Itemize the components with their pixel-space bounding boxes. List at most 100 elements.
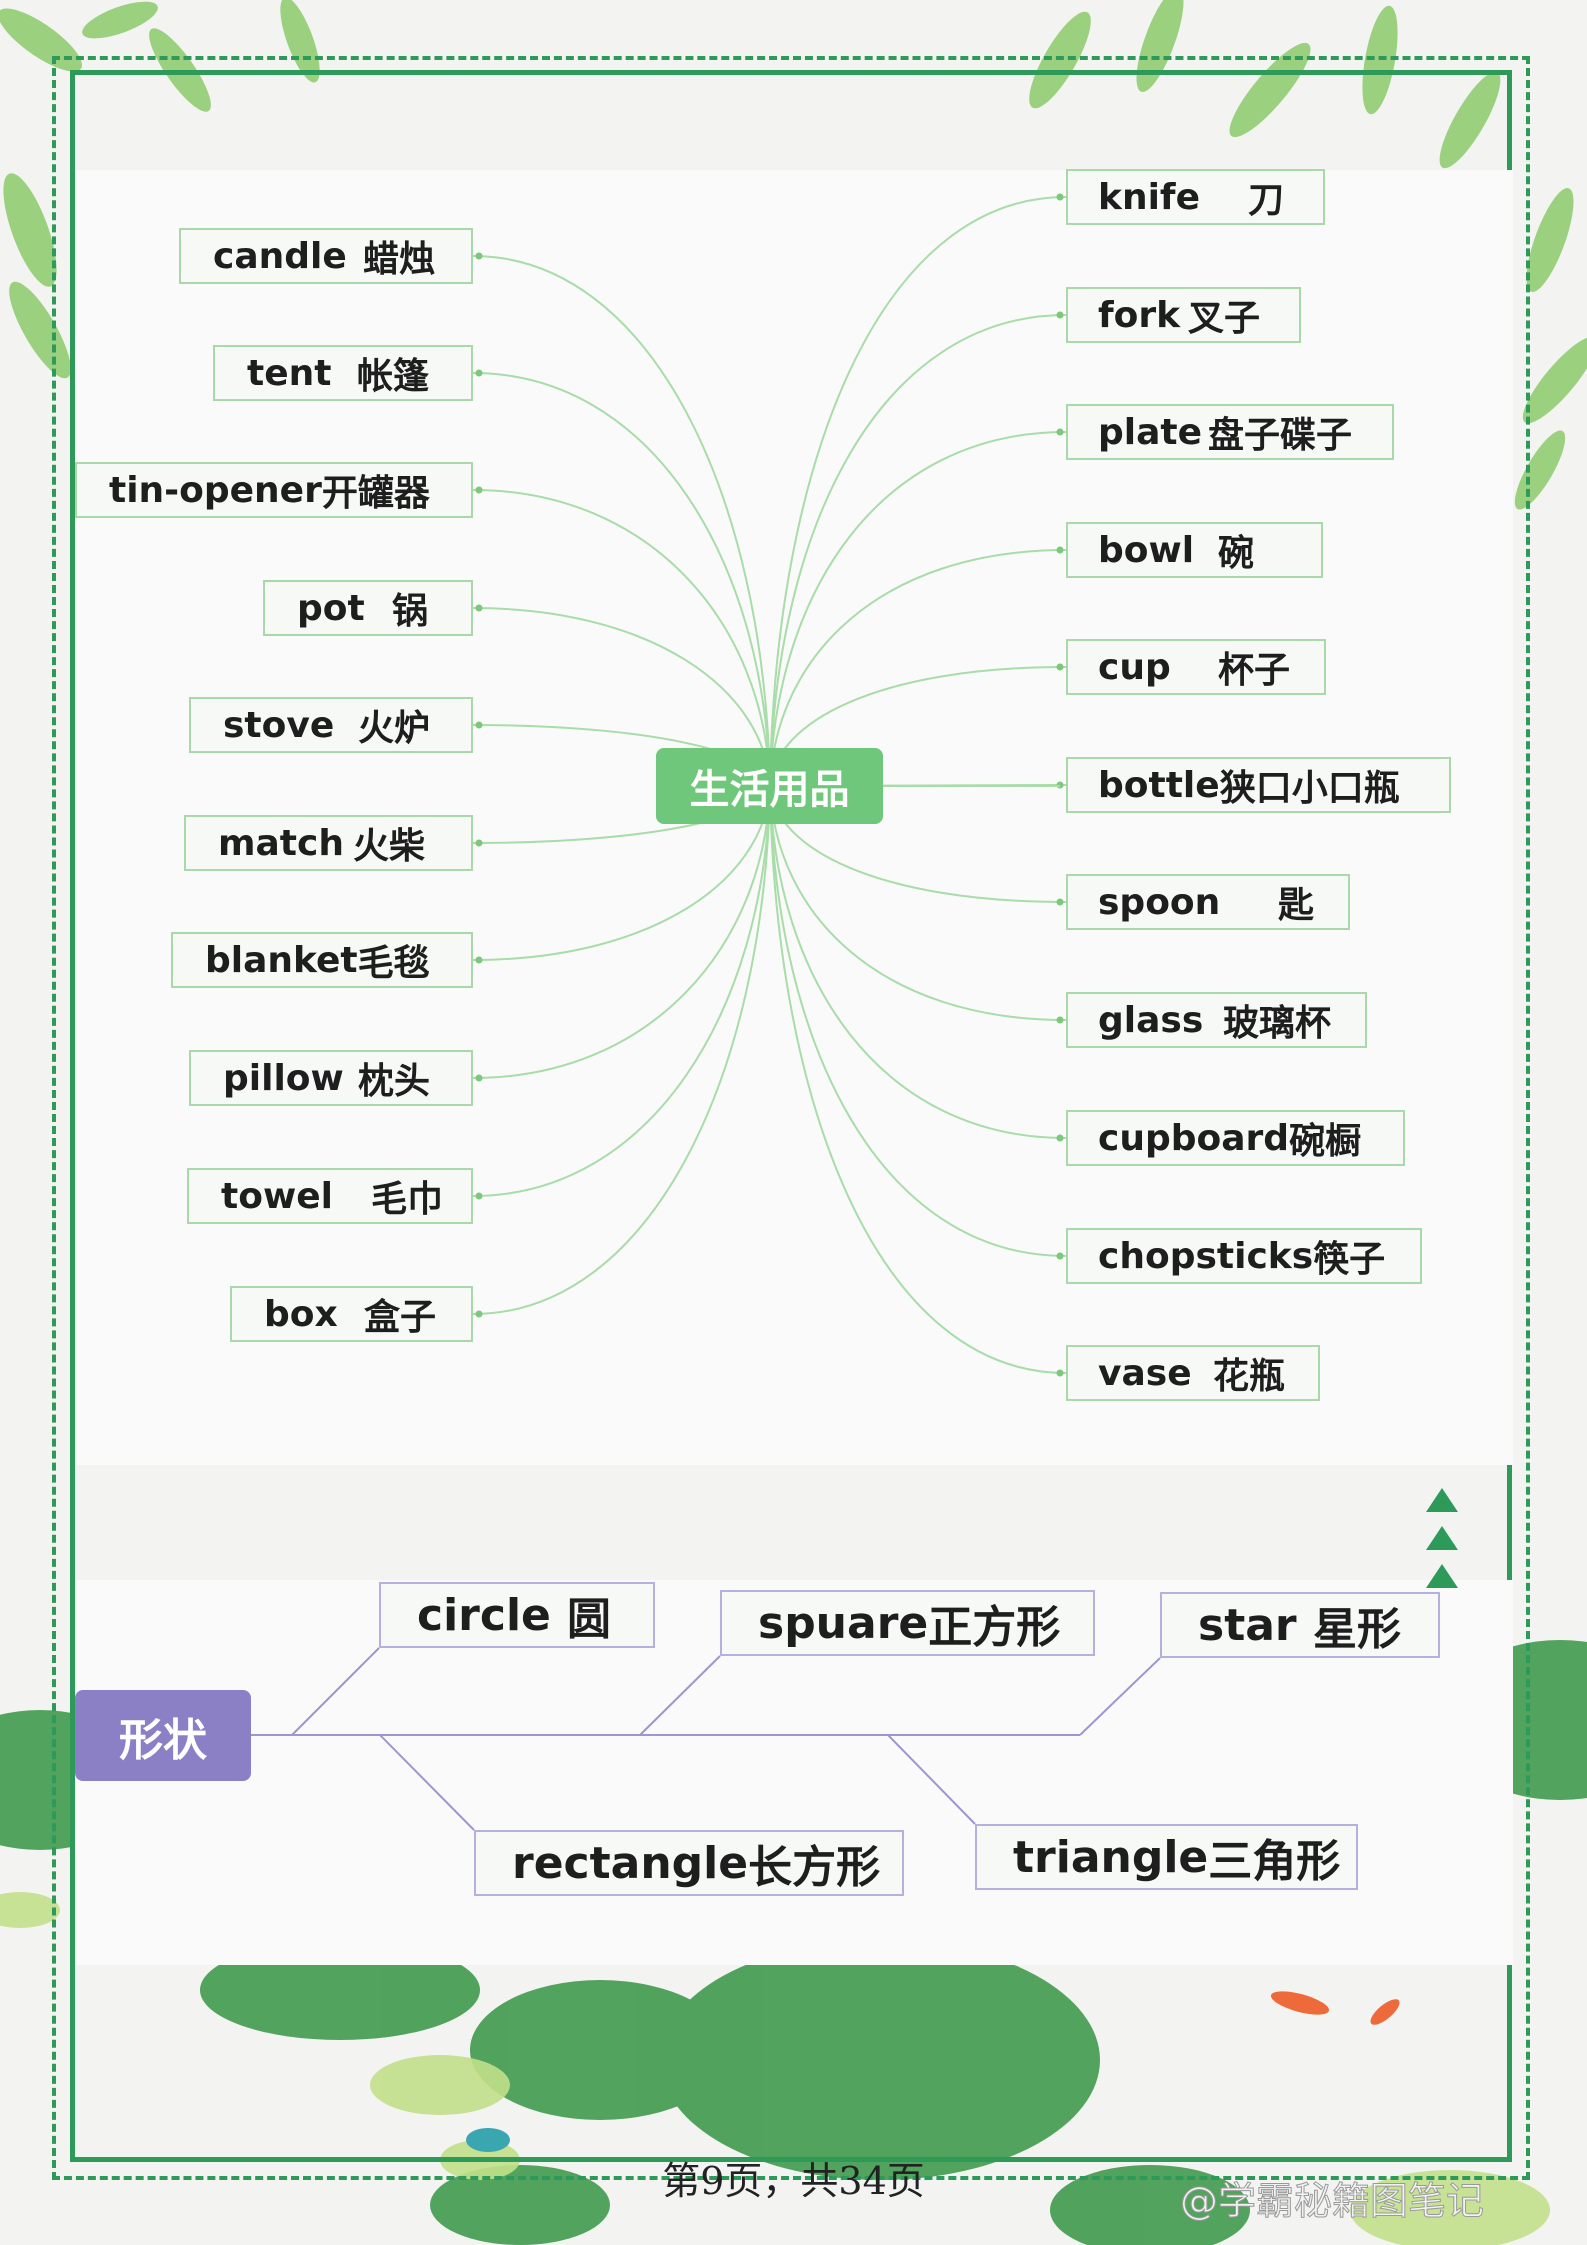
- watermark: @学霸秘籍图笔记: [1179, 2179, 1485, 2224]
- node-chinese-label: 长方形: [748, 1842, 881, 1893]
- mindmap-node[interactable]: bowl 碗: [1066, 522, 1323, 578]
- mindmap-node[interactable]: towel 毛巾: [187, 1168, 473, 1224]
- connector-dot: [475, 1192, 483, 1200]
- node-english-label: blanket: [205, 939, 358, 981]
- node-chinese-label: 正方形: [928, 1602, 1061, 1653]
- mindmap-node[interactable]: stove 火炉: [189, 697, 473, 753]
- node-english-label: tin-opener: [109, 469, 322, 511]
- connector-dot: [475, 369, 483, 377]
- connector-dot: [475, 956, 483, 964]
- node-chinese-label: 蜡烛: [363, 239, 436, 280]
- connector-line: [472, 255, 771, 787]
- connector-dot: [1056, 546, 1064, 554]
- connector-dot: [475, 604, 483, 612]
- connector-dot: [475, 1074, 483, 1082]
- node-english-label: bowl: [1098, 529, 1195, 571]
- connector-line: [1079, 1657, 1161, 1736]
- node-english-label: bottle: [1098, 764, 1220, 806]
- node-english-label: stove: [223, 704, 335, 746]
- node-chinese-label: 碗: [1218, 533, 1255, 574]
- node-chinese-label: 杯子: [1218, 650, 1291, 691]
- node-chinese-label: 枕头: [358, 1061, 431, 1102]
- node-chinese-label: 匙: [1278, 885, 1315, 926]
- connector-line: [769, 785, 1067, 1021]
- node-english-label: chopsticks: [1098, 1235, 1314, 1277]
- mindmap-center-node[interactable]: 生活用品: [656, 748, 883, 824]
- node-english-label: pillow: [223, 1057, 344, 1099]
- connector-line: [769, 196, 1067, 787]
- connector-dot: [1056, 898, 1064, 906]
- node-english-label: fork: [1098, 294, 1181, 336]
- node-chinese-label: 毛毯: [357, 943, 430, 984]
- node-chinese-label: 火柴: [353, 826, 426, 867]
- connector-line: [472, 785, 771, 1079]
- connector-line: [769, 549, 1067, 787]
- connector-dot: [475, 1310, 483, 1318]
- node-chinese-label: 狭口小口瓶: [1219, 768, 1400, 809]
- node-english-label: box: [264, 1293, 338, 1335]
- up-arrow-icon: [1426, 1564, 1458, 1588]
- mindmap-node[interactable]: cup 杯子: [1066, 639, 1326, 695]
- node-english-label: pot: [297, 587, 365, 629]
- mindmap-node[interactable]: pillow 枕头: [189, 1050, 473, 1106]
- connector-dot: [475, 486, 483, 494]
- connector-dot: [1056, 1369, 1064, 1377]
- shapes-root-node[interactable]: 形状: [75, 1690, 251, 1781]
- mindmap-node[interactable]: knife 刀: [1066, 169, 1325, 225]
- node-english-label: match: [218, 822, 344, 864]
- node-chinese-label: 毛巾: [371, 1179, 444, 1220]
- node-english-label: towel: [221, 1175, 333, 1217]
- node-chinese-label: 花瓶: [1213, 1356, 1286, 1397]
- node-english-label: cupboard: [1098, 1117, 1290, 1159]
- node-chinese-label: 三角形: [1208, 1836, 1341, 1887]
- node-english-label: knife: [1098, 176, 1200, 218]
- mindmap-node[interactable]: glass 玻璃杯: [1066, 992, 1367, 1048]
- node-chinese-label: 火炉: [358, 708, 431, 749]
- connector-line: [472, 489, 771, 787]
- node-english-label: triangle: [1013, 1831, 1209, 1883]
- up-arrow-icon: [1426, 1526, 1458, 1550]
- node-chinese-label: 刀: [1248, 180, 1285, 221]
- up-arrow-icon: [1426, 1488, 1458, 1512]
- node-english-label: star: [1198, 1599, 1297, 1651]
- node-english-label: rectangle: [512, 1837, 749, 1889]
- page-footer: 第9页，共34页: [662, 2159, 925, 2203]
- connector-dot: [1056, 1252, 1064, 1260]
- node-chinese-label: 碗橱: [1289, 1121, 1362, 1162]
- shape-node[interactable]: star 星形: [1160, 1592, 1440, 1658]
- connector-dot: [1056, 311, 1064, 319]
- node-chinese-label: 筷子: [1313, 1239, 1386, 1280]
- connector-line: [472, 785, 771, 1197]
- connector-line: [769, 785, 1067, 1139]
- connector-dot: [475, 839, 483, 847]
- connector-line: [639, 1655, 721, 1736]
- node-chinese-label: 星形: [1313, 1604, 1401, 1655]
- node-english-label: glass: [1098, 999, 1204, 1041]
- node-chinese-label: 帐篷: [357, 356, 430, 397]
- page-frame-outer: [52, 56, 1530, 2180]
- connector-dot: [475, 252, 483, 260]
- node-english-label: cup: [1098, 646, 1171, 688]
- connector-line: [769, 431, 1067, 787]
- connector-line: [472, 607, 771, 787]
- node-chinese-label: 玻璃杯: [1223, 1003, 1332, 1044]
